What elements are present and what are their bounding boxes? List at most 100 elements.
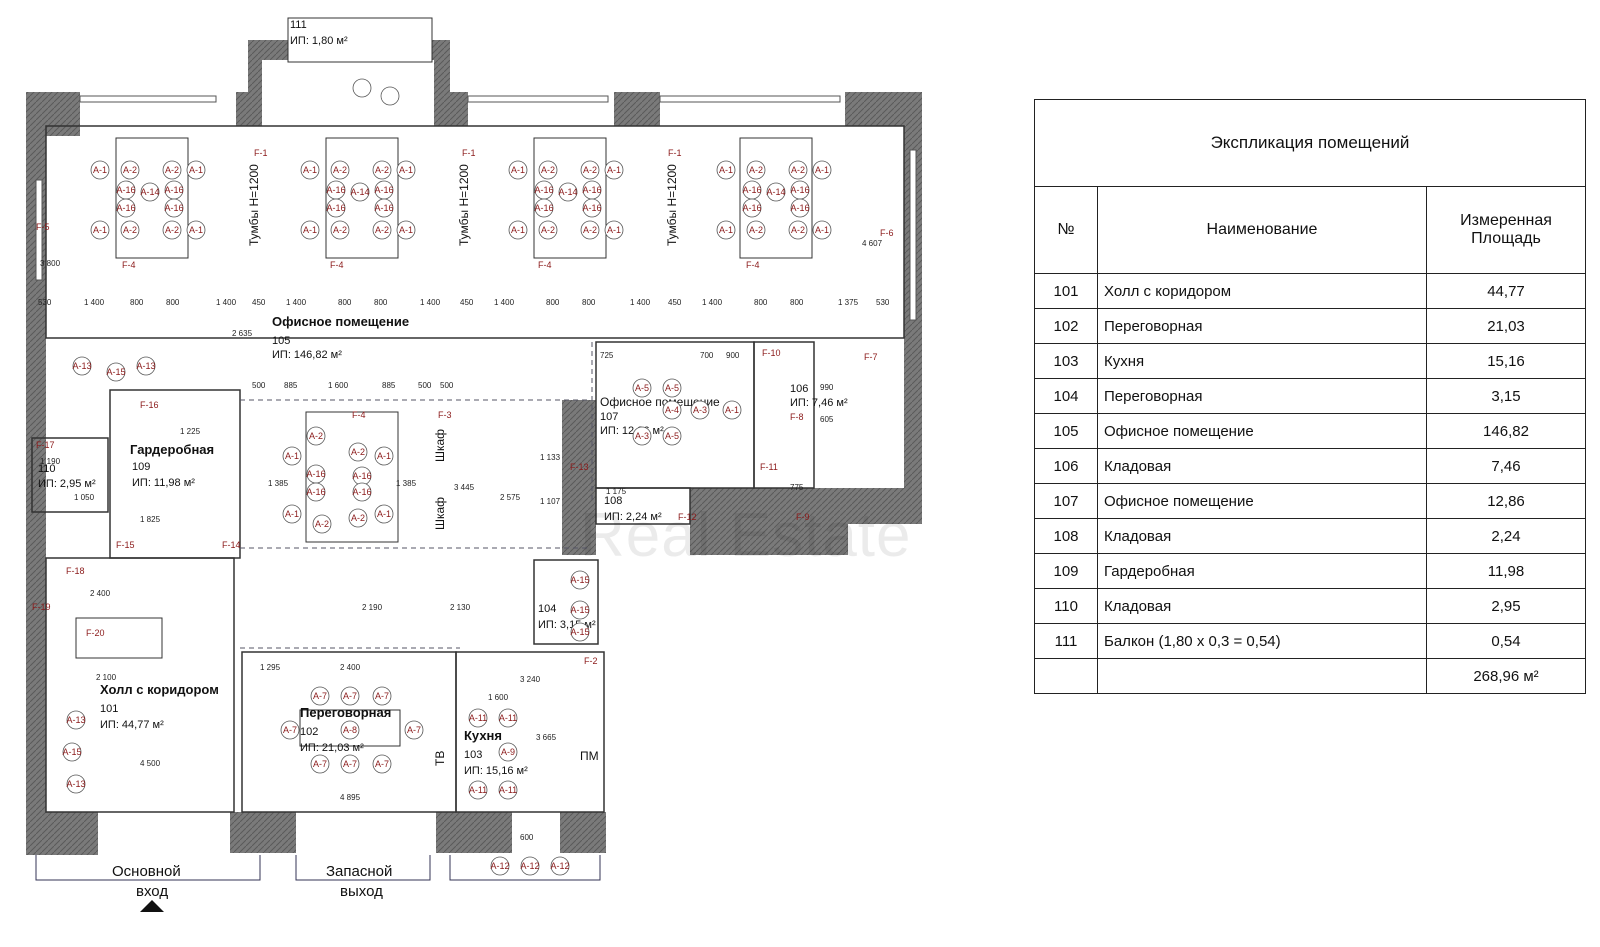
furniture-tag-label: A-15 [106,367,125,377]
fixture-tag-label: F-17 [36,440,55,450]
explication-table: Экспликация помещений № Наименование Изм… [1034,99,1586,694]
furniture-tag-label: A-12 [520,861,539,871]
dimension-label: 1 295 [260,663,281,672]
room-area-cell: 12,86 [1426,483,1586,519]
furniture-tag-marker [468,708,488,728]
dimension-label: 4 895 [340,793,361,802]
room-105-area: ИП: 146,82 м² [272,349,342,361]
furniture-tag-label: A-16 [742,185,761,195]
dimension-label: 1 400 [84,298,105,307]
room-105-number: 105 [272,335,290,347]
room-area-cell: 0,54 [1426,623,1586,659]
furniture-tag-marker [352,482,372,502]
fixture-tag-label: F-16 [140,400,159,410]
furniture-tag-marker [788,160,808,180]
furniture-tag-label: A-2 [791,165,805,175]
furniture-tag-marker [282,446,302,466]
furniture-tag-marker [498,742,518,762]
fixture-tag-label: F-6 [880,228,894,238]
dimension-label: 605 [820,415,834,424]
furniture-tag-marker [106,362,126,382]
room-109-name: Гардеробная [130,442,214,457]
room-area-cell: 44,77 [1426,273,1586,309]
furniture-tag-marker [404,720,424,740]
room-number-cell: 101 [1034,273,1098,309]
fixture-tag-label: F-18 [66,566,85,576]
furniture-tag-label: A-16 [326,185,345,195]
spare-exit-line1: Запасной [326,863,392,880]
furniture-tag-label: A-3 [693,405,707,415]
furniture-tag-label: A-1 [93,225,107,235]
furniture-tag-label: A-1 [511,225,525,235]
dimension-label: 3 240 [520,675,541,684]
furniture-tag-marker [716,160,736,180]
furniture-tag-marker [582,198,602,218]
furniture-tag-marker [538,220,558,240]
furniture-tag-marker [372,754,392,774]
furniture-tag-marker [340,720,360,740]
furniture-tag-label: A-7 [375,691,389,701]
furniture-tag-label: A-4 [665,405,679,415]
furniture-tag-label: A-2 [165,165,179,175]
furniture-tag-marker [716,220,736,240]
furniture-tag-label: A-16 [534,185,553,195]
room-107-name: Офисное помещение [600,395,720,409]
fixture-tag-label: F-4 [330,260,344,270]
furniture-tag-label: A-2 [541,165,555,175]
total-row-empty-1 [1034,658,1098,694]
dimension-label: 1 050 [74,493,95,502]
dimension-label: 800 [754,298,768,307]
furniture-tag-marker [164,198,184,218]
furniture-tag-marker [140,182,160,202]
fixture-tag-label: F-14 [222,540,241,550]
furniture-tag-label: A-1 [399,165,413,175]
room-name-cell: Кладовая [1097,588,1427,624]
furniture-tag-marker [66,710,86,730]
room-number-cell: 106 [1034,448,1098,484]
furniture-tag-marker [120,160,140,180]
furniture-tag-label: A-1 [719,165,733,175]
dimension-label: 1 175 [606,487,627,496]
dimension-label: 700 [700,351,714,360]
room-area-cell: 146,82 [1426,413,1586,449]
furniture-tag-label: A-9 [501,747,515,757]
main-entrance-line1: Основной [112,863,181,880]
dimension-label: 4 500 [140,759,161,768]
furniture-tag-marker [310,686,330,706]
furniture-tag-label: A-2 [315,519,329,529]
furniture-tag-label: A-14 [350,187,369,197]
main-entrance-line2: вход [136,883,168,900]
furniture-tag-marker [396,220,416,240]
fixture-tag-label: F-8 [790,412,804,422]
furniture-tag-marker [186,160,206,180]
furniture-tag-label: A-16 [742,203,761,213]
furniture-tag-label: A-16 [352,487,371,497]
furniture-tag-marker [580,160,600,180]
column-header-area: Измеренная Площадь [1426,186,1586,274]
dimension-label: 1 400 [630,298,651,307]
furniture-tag-label: A-7 [407,725,421,735]
fixture-tag-label: F-2 [584,656,598,666]
room-number-cell: 104 [1034,378,1098,414]
room-number-cell: 107 [1034,483,1098,519]
room-111-number: 111 [290,19,307,31]
room-name-cell: Кладовая [1097,448,1427,484]
dimension-label: 1 190 [40,457,61,466]
furniture-tag-label: A-12 [490,861,509,871]
fixture-tag-label: F-12 [678,512,697,522]
furniture-tag-label: A-1 [399,225,413,235]
room-area-cell: 3,15 [1426,378,1586,414]
furniture-tag-marker [498,780,518,800]
furniture-tag-marker [746,220,766,240]
room-108-area: ИП: 2,24 м² [604,511,662,523]
furniture-tag-marker [396,160,416,180]
furniture-tag-marker [372,220,392,240]
wardrobe-label-2: Шкаф [433,497,447,530]
room-103-name: Кухня [464,728,502,743]
furniture-tag-marker [120,220,140,240]
watermark: Real Estate [580,501,912,570]
furniture-tag-marker [374,504,394,524]
dimension-label: 530 [876,298,890,307]
